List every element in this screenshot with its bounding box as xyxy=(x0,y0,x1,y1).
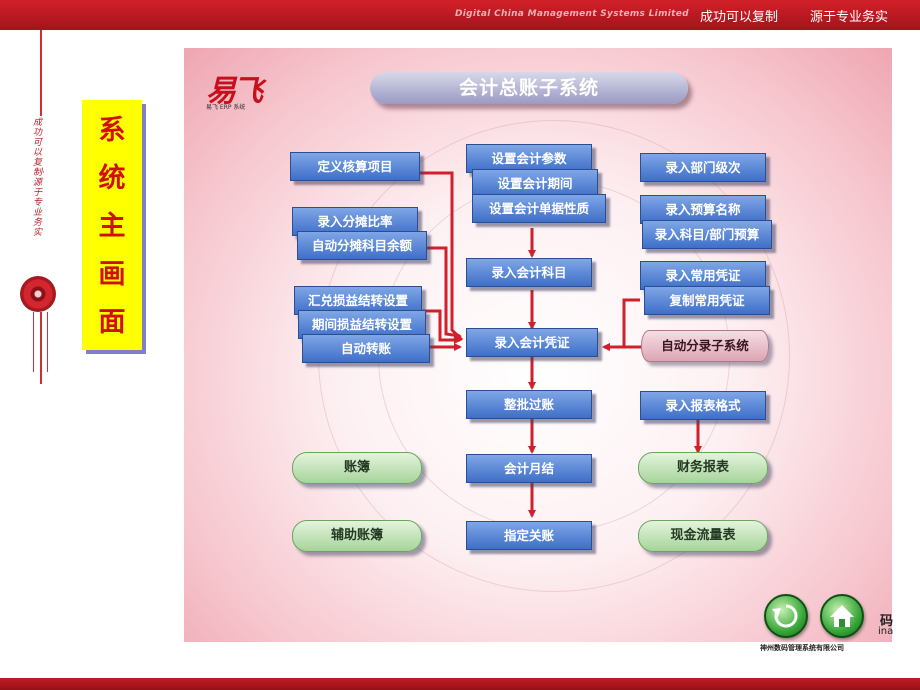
company-name: Digital China Management Systems Limited xyxy=(455,9,689,19)
flow-arrow xyxy=(420,309,462,344)
process-box: 录入科目/部门预算 xyxy=(642,220,772,249)
process-box: 录入会计凭证 xyxy=(466,328,598,357)
flow-arrow xyxy=(602,298,640,351)
diagram-title: 会计总账子系统 xyxy=(370,72,688,104)
process-box: 定义核算项目 xyxy=(290,152,420,181)
output-node: 现金流量表 xyxy=(638,520,768,552)
logo-subtitle: 易飞 ERP 系统 xyxy=(206,104,246,111)
home-button[interactable] xyxy=(820,594,864,638)
flow-arrow xyxy=(426,246,462,340)
process-box: 自动转账 xyxy=(302,334,430,363)
process-box: 设置会计单据性质 xyxy=(472,194,606,223)
decor-line xyxy=(47,312,48,372)
title-char: 统 xyxy=(98,163,126,194)
process-box: 录入部门级次 xyxy=(640,153,766,182)
logo-mark: 易飞 xyxy=(206,74,263,109)
title-char: 系 xyxy=(98,115,126,146)
process-box: 复制常用凭证 xyxy=(644,286,770,315)
back-icon xyxy=(772,604,798,628)
header-bar: Digital China Management Systems Limited… xyxy=(0,0,920,30)
cut-logo-text: 码 xyxy=(880,614,894,629)
decor-line xyxy=(40,312,42,384)
decor-line xyxy=(40,30,42,116)
process-box: 设置会计参数 xyxy=(466,144,592,173)
title-char: 面 xyxy=(98,307,126,338)
title-char: 画 xyxy=(98,259,126,290)
page-title: 系 统 主 画 面 xyxy=(82,100,142,350)
output-node: 辅助账簿 xyxy=(292,520,422,552)
logo: 易飞 易飞 ERP 系统 xyxy=(206,66,263,111)
home-icon xyxy=(830,605,854,627)
footer-bar xyxy=(0,678,920,690)
process-box: 自动分摊科目余额 xyxy=(297,231,427,260)
process-box: 录入会计科目 xyxy=(466,258,592,287)
disc-icon xyxy=(20,276,56,312)
process-box: 整批过账 xyxy=(466,390,592,419)
process-box: 录入报表格式 xyxy=(640,391,766,420)
title-char: 主 xyxy=(98,211,126,242)
footer-company: 神州数码管理系统有限公司 xyxy=(760,644,844,652)
slogan-right: 源于专业务实 xyxy=(810,10,889,25)
diagram-panel: 易飞 易飞 ERP 系统 会计总账子系统 定义核算项目 设置会计参数 设置会计期… xyxy=(184,48,892,642)
output-node: 财务报表 xyxy=(638,452,768,484)
cut-logo-text: ina xyxy=(878,626,894,637)
auto-entry-subsystem: 自动分录子系统 xyxy=(641,330,769,362)
process-box: 录入预算名称 xyxy=(640,195,766,224)
process-box: 指定关账 xyxy=(466,521,592,550)
output-node: 账簿 xyxy=(292,452,422,484)
vertical-slogan: 成功可以复制·源于专业务实 xyxy=(33,118,45,238)
process-box: 会计月结 xyxy=(466,454,592,483)
slogan-left: 成功可以复制 xyxy=(700,10,779,25)
flow-arrows xyxy=(420,171,702,518)
back-button[interactable] xyxy=(764,594,808,638)
decor-line xyxy=(33,312,34,372)
